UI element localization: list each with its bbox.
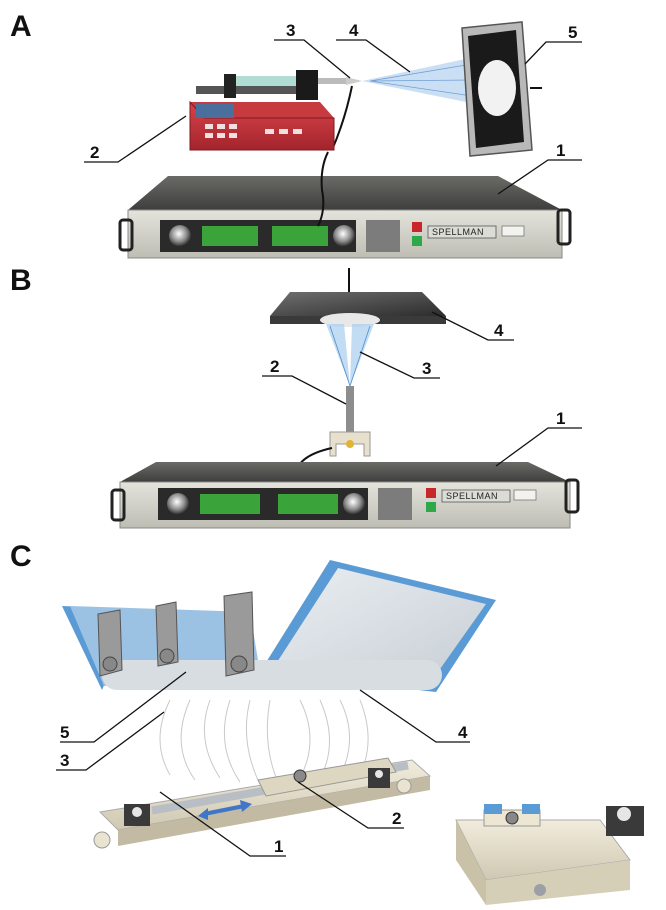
translation-stage-closeup xyxy=(455,804,644,905)
callout-c-4: 4 xyxy=(458,723,468,742)
callout-b-4: 4 xyxy=(494,321,504,340)
electrospinning-jet-a xyxy=(362,58,476,104)
power-supply-a: SPELLMAN xyxy=(118,176,572,259)
collector-plate-a xyxy=(461,21,542,157)
knob-icon xyxy=(333,225,355,247)
callout-c-1: 1 xyxy=(274,837,283,856)
panel-a: A SPELLMAN xyxy=(10,10,582,259)
knob-icon xyxy=(167,493,189,515)
callouts-b: 1 2 3 4 xyxy=(262,311,582,467)
panel-b: B xyxy=(10,264,582,529)
collector-sheet xyxy=(62,560,496,692)
callout-a-4: 4 xyxy=(349,21,359,40)
power-supply-brand-a: SPELLMAN xyxy=(432,227,484,237)
panel-c: C xyxy=(10,540,644,905)
motion-arrow-icon xyxy=(203,804,245,816)
panel-label-a: A xyxy=(10,10,32,43)
holder-plates xyxy=(97,591,255,677)
panel-label-b: B xyxy=(10,264,32,297)
callout-c-5: 5 xyxy=(60,723,69,742)
electrospinning-jet-b xyxy=(326,324,374,387)
syringe-pump xyxy=(189,70,362,151)
callout-c-3: 3 xyxy=(60,751,69,770)
panel-label-c: C xyxy=(10,540,32,573)
callout-a-2: 2 xyxy=(90,143,99,162)
knob-icon xyxy=(169,225,191,247)
callout-b-3: 3 xyxy=(422,359,431,378)
translation-stage xyxy=(93,757,432,849)
callout-a-5: 5 xyxy=(568,23,577,42)
callout-c-2: 2 xyxy=(392,809,401,828)
power-supply-b: SPELLMAN xyxy=(110,462,580,529)
spinneret-b xyxy=(329,386,371,457)
callout-b-2: 2 xyxy=(270,357,279,376)
callouts-a: 1 2 3 4 5 xyxy=(84,21,582,195)
collector-plate-b xyxy=(270,268,446,327)
power-supply-brand-b: SPELLMAN xyxy=(446,491,498,501)
callout-a-3: 3 xyxy=(286,21,295,40)
callout-b-1: 1 xyxy=(556,409,565,428)
callout-a-1: 1 xyxy=(556,141,565,160)
callouts-c: 1 2 3 4 5 xyxy=(56,671,470,857)
knob-icon xyxy=(343,493,365,515)
